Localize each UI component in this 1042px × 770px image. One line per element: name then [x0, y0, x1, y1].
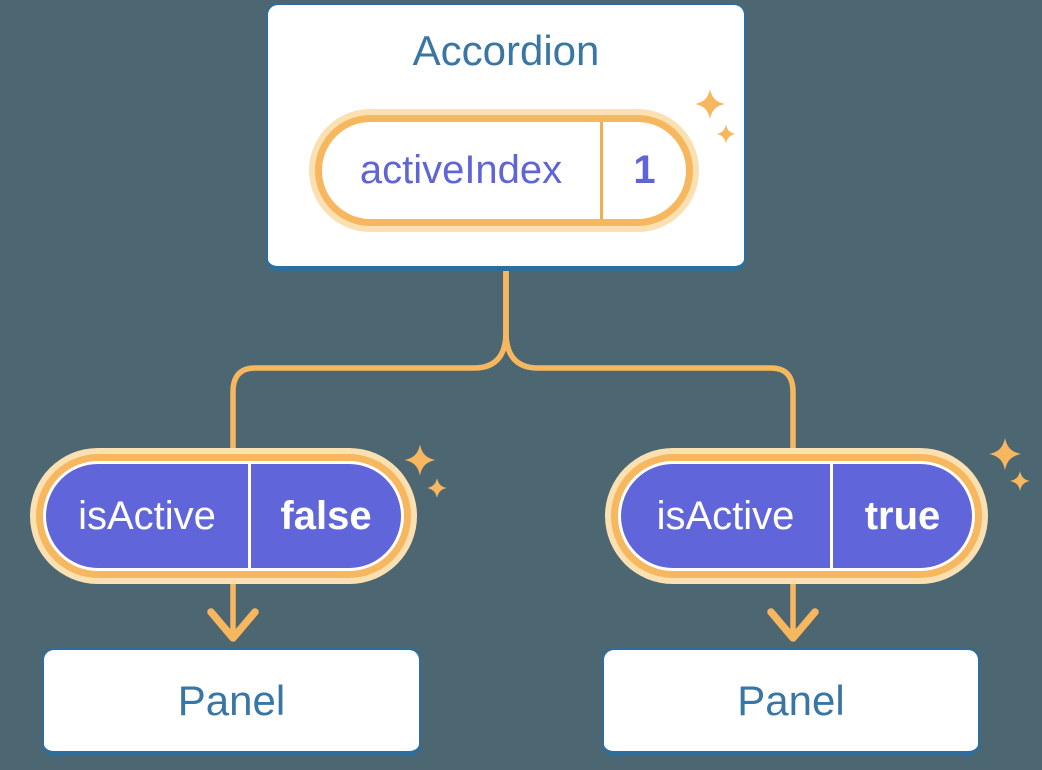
connector-branch-right [503, 271, 796, 636]
panel-title: Panel [737, 676, 845, 724]
state-value: 1 [633, 148, 656, 192]
prop-pill-isactive-false: isActive false [43, 461, 404, 571]
panel-component-card-right: Panel [602, 648, 980, 756]
sparkle-icon [404, 444, 436, 476]
panel-component-card-left: Panel [42, 648, 421, 756]
prop-value: false [280, 493, 372, 538]
state-label: activeIndex [359, 148, 563, 192]
accordion-component-card: Accordion activeIndex 1 [266, 3, 746, 271]
prop-label: isActive [656, 493, 795, 538]
state-pill-activeindex: activeIndex 1 [315, 115, 693, 226]
prop-label: isActive [78, 493, 216, 538]
prop-value: true [864, 493, 941, 538]
pill-divider [830, 464, 833, 568]
accordion-title: Accordion [412, 27, 600, 74]
arrow-down-icon [207, 608, 259, 642]
arrow-down-icon [767, 608, 819, 642]
panel-title: Panel [177, 676, 286, 724]
sparkle-icon [1010, 471, 1030, 491]
pill-divider [600, 122, 603, 219]
sparkle-icon [427, 478, 447, 498]
prop-pill-isactive-true: isActive true [618, 461, 975, 571]
connector-branch-left [230, 271, 509, 636]
sparkle-icon [989, 438, 1021, 470]
